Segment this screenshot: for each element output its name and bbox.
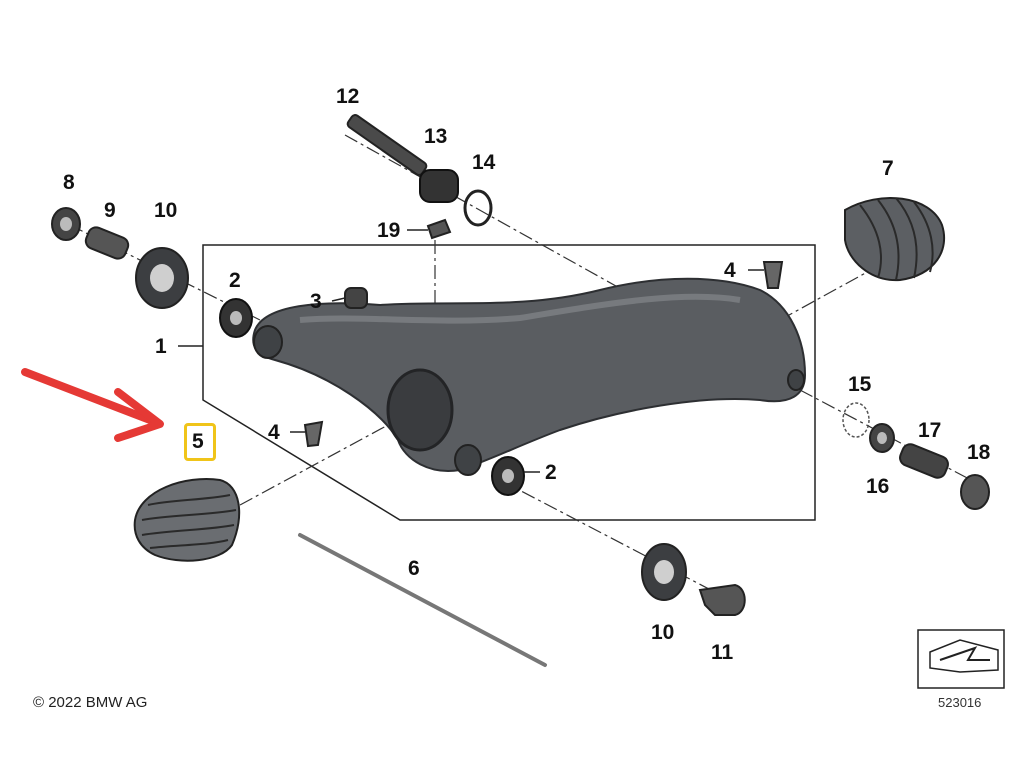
copyright-text: © 2022 BMW AG — [33, 694, 148, 711]
callout-1: 1 — [155, 335, 167, 358]
part-7-bellows — [844, 197, 946, 282]
figure-number: 523016 — [938, 695, 982, 710]
red-pointer-arrow-icon — [21, 368, 164, 442]
callout-2-bottom: 2 — [545, 461, 557, 484]
assembly-frame — [202, 244, 816, 521]
callout-4-top: 4 — [724, 259, 736, 282]
part-2-bushing-bottom-bore — [502, 469, 514, 483]
part-16-hole — [877, 432, 887, 444]
callout-17: 17 — [918, 419, 942, 442]
swingarm-pivot-bottom — [454, 444, 482, 476]
callout-3: 3 — [310, 290, 322, 313]
callout-7: 7 — [882, 157, 894, 180]
callout-19: 19 — [377, 219, 401, 242]
swingarm-tube-opening — [386, 368, 454, 452]
part-13-bushing — [419, 169, 459, 203]
callout-4-left: 4 — [268, 421, 280, 444]
part-10-bearing-top-bore — [150, 264, 174, 292]
callout-12: 12 — [336, 85, 360, 108]
callout-15: 15 — [848, 373, 872, 396]
part-4-plug-top — [762, 261, 784, 289]
swingarm — [252, 277, 807, 472]
part-5-boot-ribs — [141, 494, 237, 549]
part-12-bolt — [346, 114, 428, 176]
part-7-bellows-ribs — [859, 197, 934, 281]
callout-10-bottom: 10 — [651, 621, 675, 644]
callout-16: 16 — [866, 475, 890, 498]
part-14-oring — [463, 189, 493, 227]
callout-6: 6 — [408, 557, 420, 580]
part-2-bushing-top-bore — [230, 311, 242, 325]
part-9-sleeve — [84, 226, 130, 260]
callout-10-top: 10 — [154, 199, 178, 222]
swingarm-highlight — [299, 293, 741, 324]
part-15-oring — [842, 402, 870, 438]
part-19-clip — [426, 218, 452, 240]
callout-8: 8 — [63, 171, 75, 194]
part-5-boot — [133, 478, 241, 562]
part-10-bearing-bottom-bore — [654, 560, 674, 584]
part-17-sleeve — [899, 443, 949, 479]
part-18-cap — [960, 474, 990, 510]
callout-2-top: 2 — [229, 269, 241, 292]
callout-9: 9 — [104, 199, 116, 222]
callout-13: 13 — [424, 125, 448, 148]
swingarm-pivot-left — [253, 325, 283, 359]
callout-5-highlight — [184, 423, 216, 461]
orientation-icon — [917, 629, 1005, 689]
part-11-bolt — [698, 583, 746, 616]
callout-14: 14 — [472, 151, 496, 174]
leaders — [290, 229, 764, 473]
swingarm-end-right — [787, 369, 805, 391]
part-4-plug-left — [303, 420, 324, 448]
callout-11: 11 — [711, 641, 734, 664]
callout-5: 5 — [192, 430, 204, 453]
callout-18: 18 — [967, 441, 991, 464]
part-8-hole — [60, 217, 72, 231]
part-6-rod — [298, 533, 547, 667]
part-3-cap — [344, 287, 368, 309]
